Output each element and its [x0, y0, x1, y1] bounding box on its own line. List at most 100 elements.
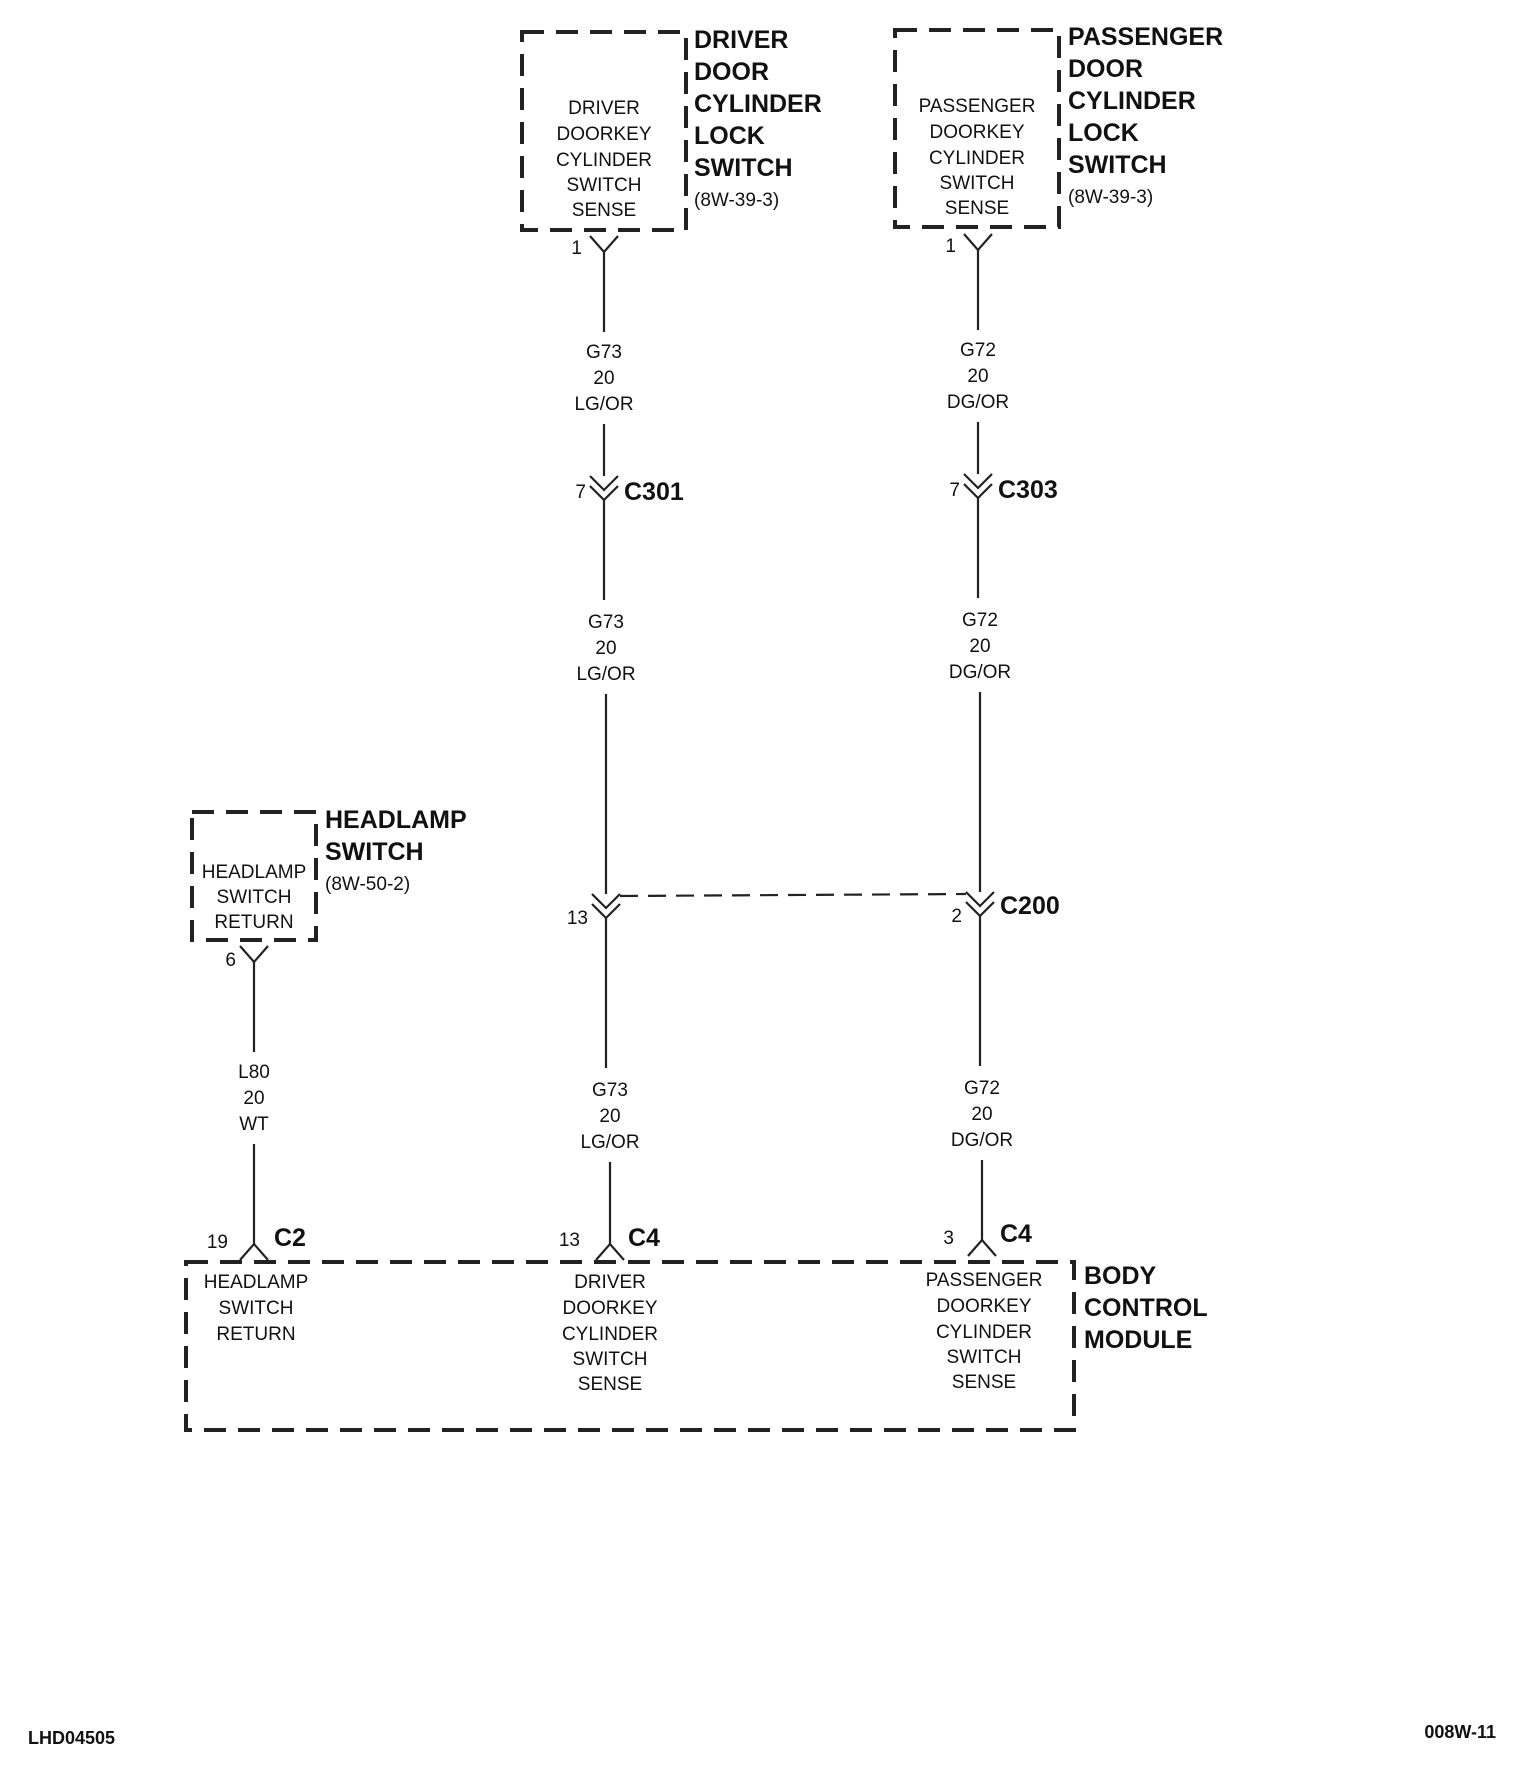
driver-switch-title-1: DRIVER: [694, 26, 788, 54]
bcm-headlamp-pin: 19: [207, 1232, 228, 1253]
bcm-passenger-line-5: SENSE: [952, 1372, 1016, 1393]
c200-name: C200: [1000, 892, 1060, 920]
c200-driver-connector-symbol: [591, 893, 621, 920]
passenger-switch-box: [893, 28, 1061, 229]
headlamp-switch-title-1: HEADLAMP: [325, 806, 467, 834]
bcm-driver-line-1: DRIVER: [574, 1272, 646, 1293]
bcm-driver-pin: 13: [559, 1230, 580, 1251]
footer-right-code: 008W-11: [1424, 1722, 1496, 1742]
bcm-passenger-line-3: CYLINDER: [936, 1322, 1032, 1343]
driver-switch-ref: (8W-39-3): [694, 190, 779, 211]
passenger-switch-title-5: SWITCH: [1068, 151, 1167, 179]
bcm-title-1: BODY: [1084, 1262, 1157, 1290]
passenger-switch-inner-5: SENSE: [945, 198, 1009, 219]
c301-name: C301: [624, 478, 684, 506]
bcm-passenger-line-4: SWITCH: [947, 1347, 1022, 1368]
passenger-wire-a-circuit: G72: [960, 340, 996, 361]
passenger-door-switch: PASSENGER DOORKEY CYLINDER SWITCH SENSE …: [893, 23, 1223, 257]
bcm-title-3: MODULE: [1084, 1326, 1192, 1354]
driver-switch-title-5: SWITCH: [694, 154, 793, 182]
headlamp-circuit: L80 20 WT: [238, 962, 270, 1261]
bcm-passenger-line-1: PASSENGER: [926, 1270, 1043, 1291]
passenger-switch-pin: 1: [945, 236, 956, 257]
headlamp-switch-inner-2: SWITCH: [217, 887, 292, 908]
c303-pin: 7: [949, 480, 960, 501]
bcm-passenger-line-2: DOORKEY: [936, 1296, 1031, 1317]
c200-driver-pin: 13: [567, 908, 588, 929]
headlamp-switch-connector-symbol: [239, 945, 269, 964]
headlamp-wire-circuit: L80: [238, 1062, 270, 1083]
headlamp-switch-pin: 6: [225, 950, 236, 971]
passenger-switch-inner-1: PASSENGER: [919, 96, 1036, 117]
driver-wire-b-gauge: 20: [595, 638, 616, 659]
headlamp-switch-title-2: SWITCH: [325, 838, 424, 866]
bcm-passenger-connector-symbol: [967, 1238, 997, 1257]
passenger-switch-title-2: DOOR: [1068, 55, 1143, 83]
headlamp-switch-ref: (8W-50-2): [325, 874, 410, 895]
bcm-driver-connector-symbol: [595, 1242, 625, 1261]
bcm-headlamp-line-1: HEADLAMP: [204, 1272, 309, 1293]
headlamp-switch-inner-3: RETURN: [214, 912, 293, 933]
bcm-title-2: CONTROL: [1084, 1294, 1208, 1322]
passenger-wire-b-color: DG/OR: [949, 662, 1011, 683]
bcm-driver-line-3: CYLINDER: [562, 1324, 658, 1345]
driver-switch-connector-symbol: [589, 235, 619, 254]
driver-wire-b-color: LG/OR: [576, 664, 635, 685]
bcm-headlamp-line-2: SWITCH: [219, 1298, 294, 1319]
c303-connector-symbol: [963, 473, 993, 500]
passenger-wire-c-gauge: 20: [971, 1104, 992, 1125]
driver-switch-inner-4: SWITCH: [567, 175, 642, 196]
headlamp-wire-color: WT: [239, 1114, 269, 1135]
c200-connector-link: [619, 892, 967, 898]
c301-connector-symbol: [589, 475, 619, 502]
bcm-driver-line-4: SWITCH: [573, 1349, 648, 1370]
c200-passenger-connector-symbol: [965, 891, 995, 918]
driver-wire-c-circuit: G73: [592, 1080, 628, 1101]
passenger-circuit: G72 20 DG/OR 7 C303 G72 20 DG/OR 2 C200 …: [947, 250, 1060, 1257]
bcm-driver-line-5: SENSE: [578, 1374, 642, 1395]
bcm-driver-line-2: DOORKEY: [562, 1298, 657, 1319]
driver-switch-inner-5: SENSE: [572, 200, 636, 221]
footer-left-code: LHD04505: [28, 1728, 115, 1748]
headlamp-switch: HEADLAMP SWITCH RETURN HEADLAMP SWITCH (…: [190, 806, 467, 971]
driver-switch-inner-2: DOORKEY: [556, 124, 651, 145]
passenger-wire-b-circuit: G72: [962, 610, 998, 631]
c200-passenger-pin: 2: [951, 906, 962, 927]
passenger-switch-title-1: PASSENGER: [1068, 23, 1223, 51]
driver-circuit: G73 20 LG/OR 7 C301 G73 20 LG/OR 13 G73 …: [567, 252, 684, 1261]
headlamp-switch-box: [190, 810, 318, 942]
body-control-module: 19 C2 13 C4 3 C4 HEADLAMP SWITCH RETURN …: [184, 1220, 1208, 1432]
driver-switch-inner-3: CYLINDER: [556, 150, 652, 171]
bcm-passenger-pin: 3: [943, 1228, 954, 1249]
driver-wire-a-color: LG/OR: [574, 394, 633, 415]
bcm-headlamp-line-3: RETURN: [216, 1324, 295, 1345]
headlamp-switch-inner-1: HEADLAMP: [202, 862, 307, 883]
driver-switch-box: [520, 30, 688, 232]
passenger-switch-connector-symbol: [963, 233, 993, 252]
driver-switch-title-2: DOOR: [694, 58, 769, 86]
bcm-box: [184, 1260, 1076, 1432]
driver-wire-c-color: LG/OR: [580, 1132, 639, 1153]
passenger-switch-title-4: LOCK: [1068, 119, 1139, 147]
driver-wire-a-circuit: G73: [586, 342, 622, 363]
driver-door-switch: DRIVER DOORKEY CYLINDER SWITCH SENSE DRI…: [520, 26, 822, 259]
bcm-passenger-conn: C4: [1000, 1220, 1032, 1248]
passenger-wire-a-color: DG/OR: [947, 392, 1009, 413]
passenger-wire-c-circuit: G72: [964, 1078, 1000, 1099]
headlamp-wire-gauge: 20: [243, 1088, 264, 1109]
passenger-wire-a-gauge: 20: [967, 366, 988, 387]
c301-pin: 7: [575, 482, 586, 503]
driver-wire-a-gauge: 20: [593, 368, 614, 389]
passenger-switch-inner-3: CYLINDER: [929, 148, 1025, 169]
driver-switch-title-4: LOCK: [694, 122, 765, 150]
driver-wire-c-gauge: 20: [599, 1106, 620, 1127]
passenger-switch-ref: (8W-39-3): [1068, 187, 1153, 208]
driver-switch-inner-1: DRIVER: [568, 98, 640, 119]
passenger-wire-c-color: DG/OR: [951, 1130, 1013, 1151]
bcm-headlamp-conn: C2: [274, 1224, 306, 1252]
passenger-switch-title-3: CYLINDER: [1068, 87, 1196, 115]
c303-name: C303: [998, 476, 1058, 504]
passenger-switch-inner-2: DOORKEY: [929, 122, 1024, 143]
driver-wire-b-circuit: G73: [588, 612, 624, 633]
